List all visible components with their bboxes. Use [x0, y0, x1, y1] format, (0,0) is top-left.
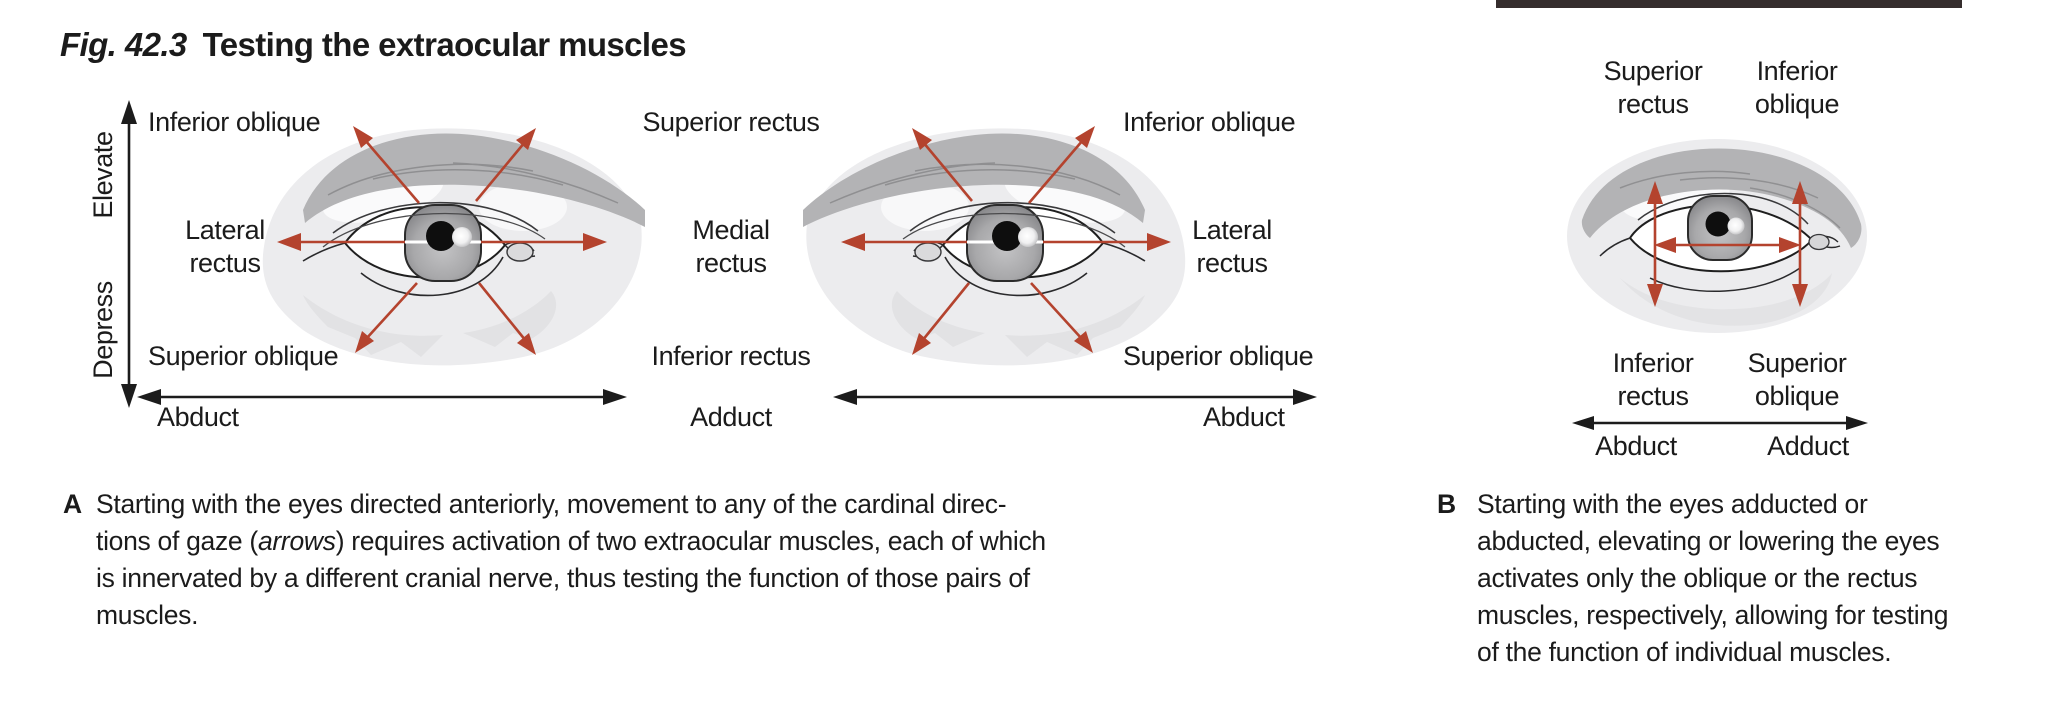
caption-a-marker: A	[63, 489, 82, 519]
figure-title-text: Testing the extraocular muscles	[202, 26, 687, 63]
figure-title: Fig. 42.3 Testing the extraocular muscles	[60, 26, 687, 64]
adducted-abducted-eye-diagram	[1567, 139, 1867, 333]
pupil	[426, 221, 456, 251]
pupil-highlight	[1018, 227, 1038, 247]
label-inferior-oblique-right-eye: Inferior oblique	[148, 107, 321, 137]
pupil	[1705, 211, 1731, 237]
label-inferior-oblique-left-eye: Inferior oblique	[1123, 107, 1296, 137]
page-edge-bar	[1496, 0, 1962, 8]
pupil	[992, 221, 1022, 251]
label-abduct-b: Abduct	[1595, 431, 1677, 461]
label-superior-oblique-left-eye: Superior oblique	[1123, 341, 1314, 371]
label-abduct-right: Abduct	[1203, 402, 1285, 432]
adduct-abduct-arrow-left-eye-icon	[833, 389, 1317, 405]
left-eye-gaze-diagram	[801, 124, 1187, 367]
caption-a-text: Starting with the eyes directed anterior…	[96, 489, 1046, 630]
label-inferior-rectus: Inferior rectus	[651, 341, 811, 371]
label-inferior-oblique-b: Inferior oblique	[1754, 56, 1840, 119]
label-adduct-center: Adduct	[690, 402, 772, 432]
abduct-adduct-arrow-b-icon	[1572, 416, 1868, 430]
pupil-highlight	[452, 227, 472, 247]
axis-label-depress: Depress	[88, 281, 118, 379]
caption-a: A Starting with the eyes directed anteri…	[63, 486, 1203, 634]
label-lateral-rectus-left-eye: Lateral rectus	[1192, 215, 1272, 278]
label-lateral-rectus-right-eye: Lateral rectus	[185, 215, 265, 278]
figure-number: Fig. 42.3	[60, 26, 187, 63]
elevate-depress-axis-arrow-icon	[121, 100, 137, 408]
label-superior-oblique-right-eye: Superior oblique	[148, 341, 339, 371]
abduct-adduct-arrow-right-eye-icon	[137, 389, 627, 405]
label-superior-rectus-b: Superior rectus	[1603, 56, 1703, 119]
label-superior-rectus: Superior rectus	[642, 107, 820, 137]
right-eye-gaze-diagram	[261, 124, 647, 367]
axis-label-elevate: Elevate	[88, 131, 118, 219]
label-superior-oblique-b: Superior oblique	[1747, 348, 1847, 411]
label-adduct-b: Adduct	[1767, 431, 1849, 461]
label-inferior-rectus-b: Inferior rectus	[1612, 348, 1694, 411]
pupil-highlight	[1727, 217, 1745, 235]
caption-b-marker: B	[1437, 489, 1456, 519]
label-abduct-left: Abduct	[157, 402, 239, 432]
label-medial-rectus: Medial rectus	[692, 215, 770, 278]
